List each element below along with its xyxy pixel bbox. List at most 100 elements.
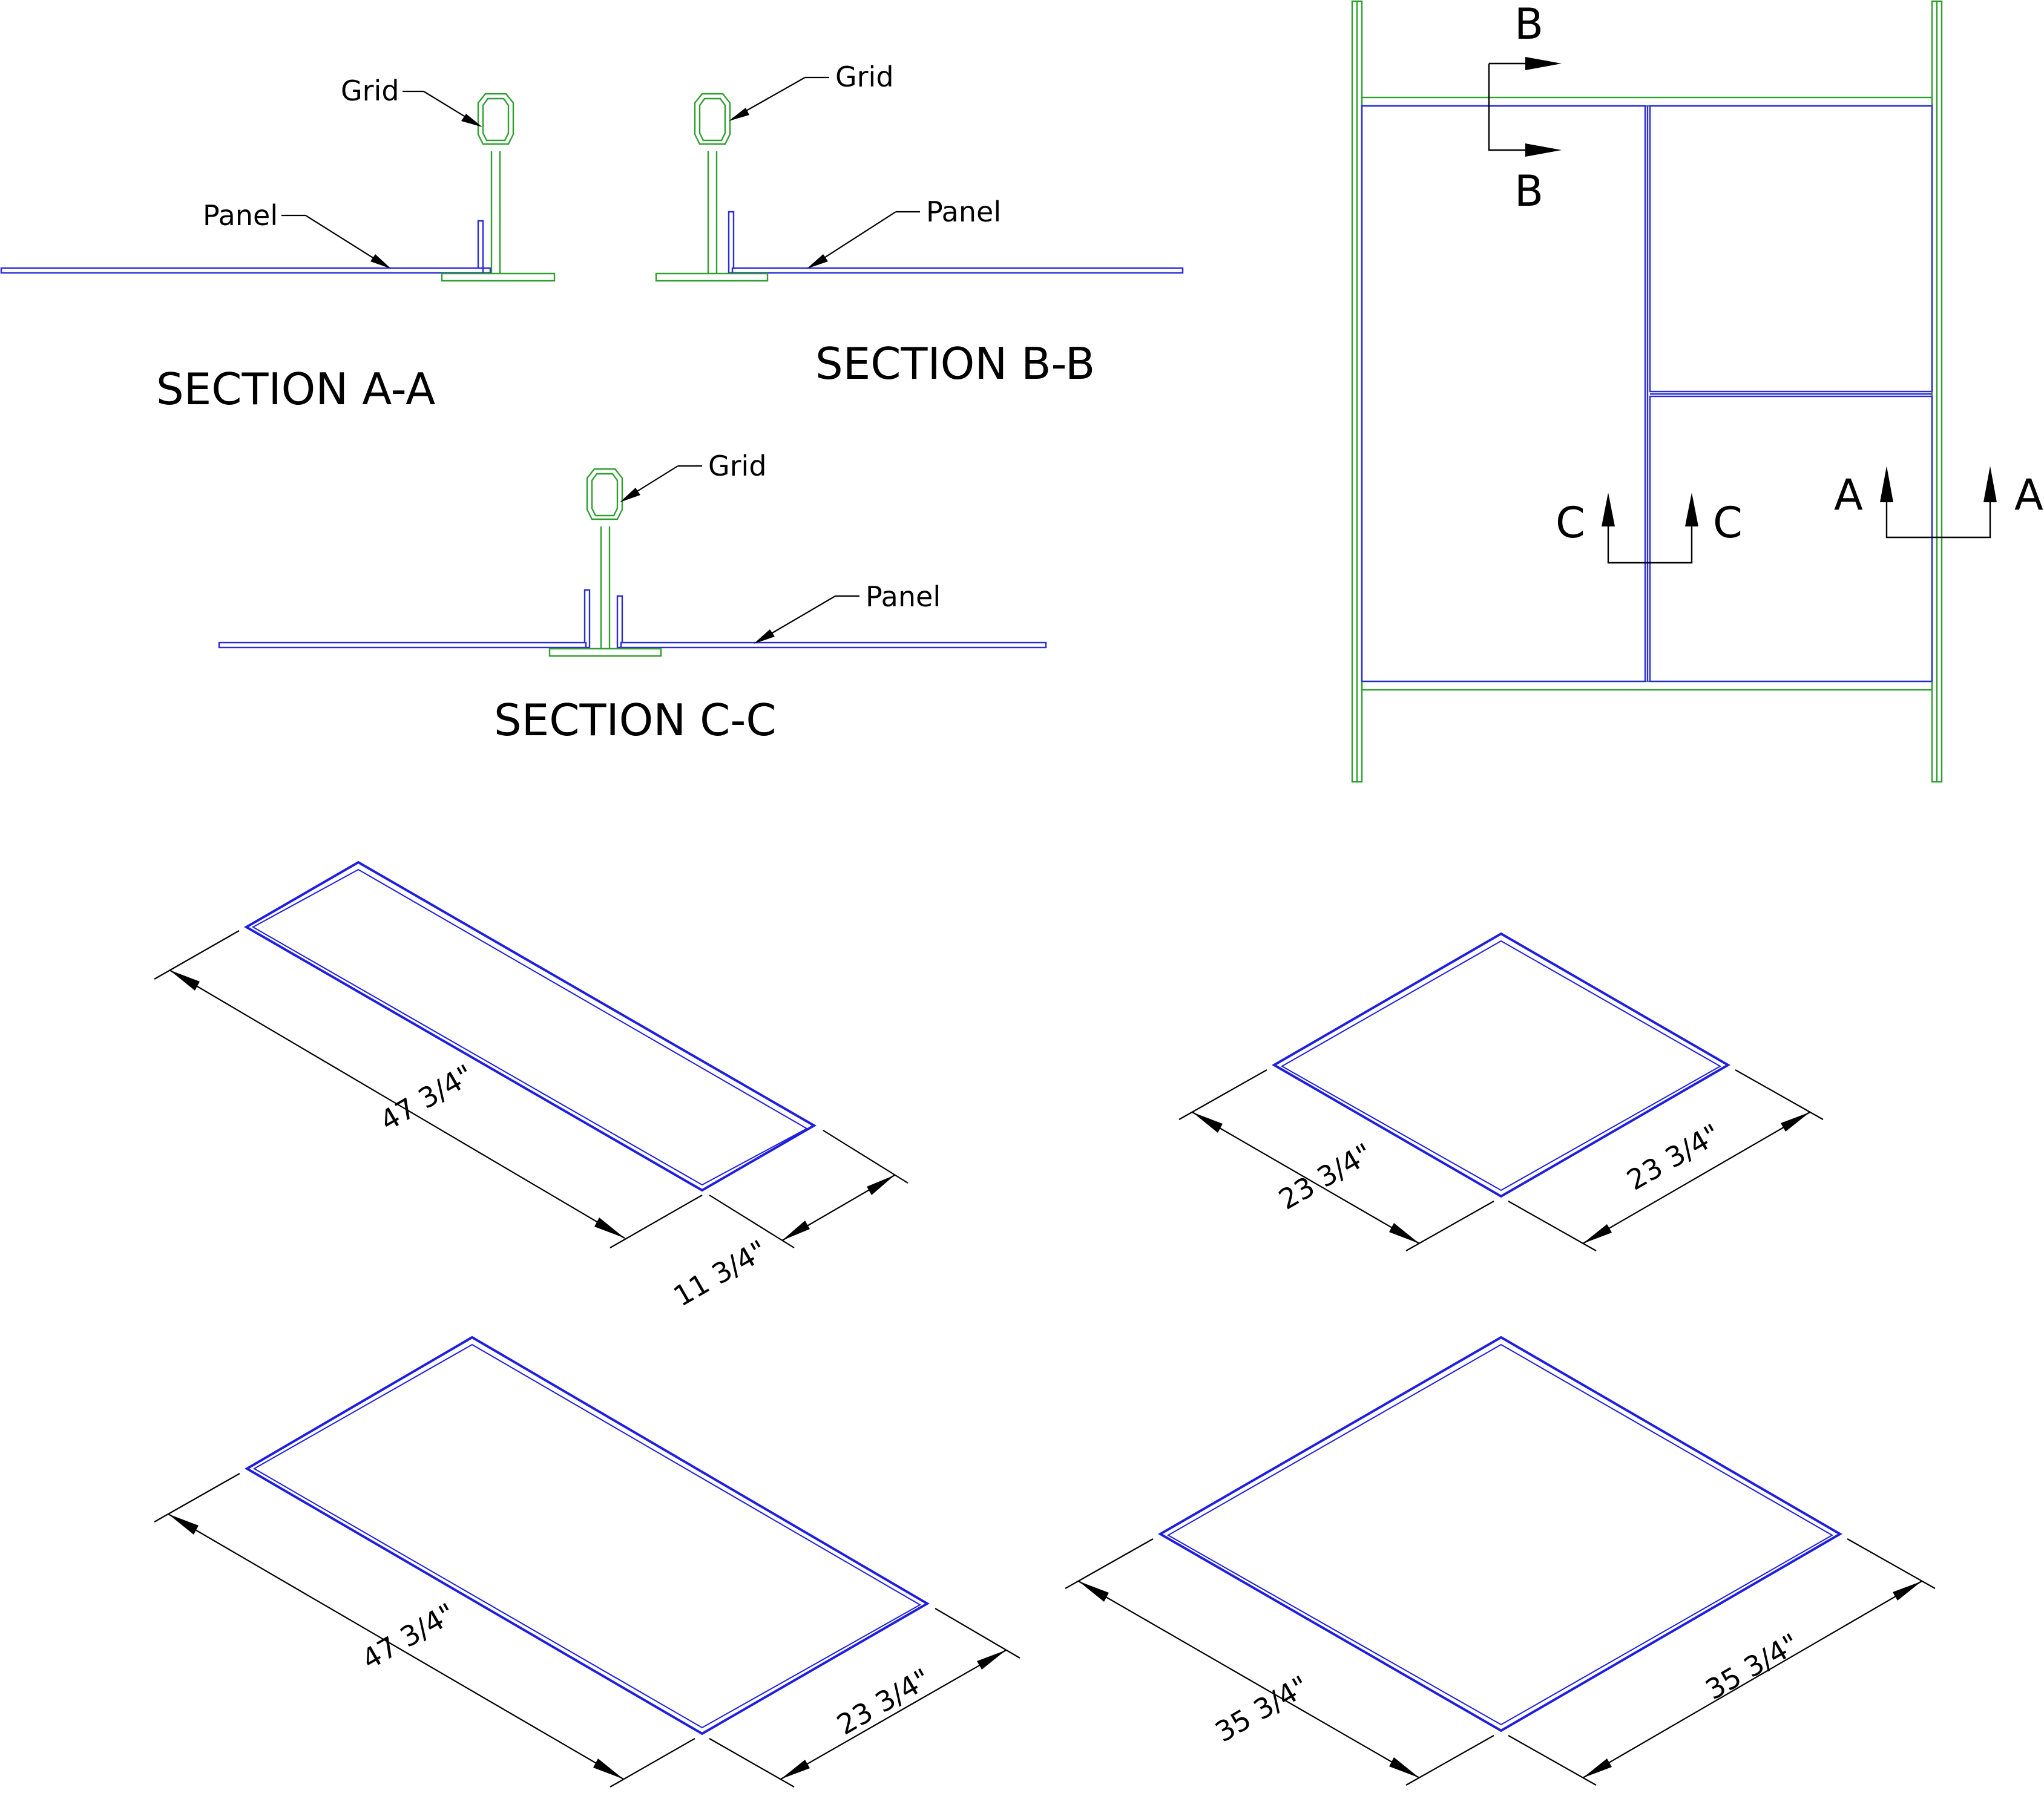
dimension-arrowhead [1389, 1757, 1419, 1778]
dimension-arrowhead [1583, 1759, 1612, 1778]
plan-panel-lower-right [1649, 395, 1933, 683]
section-b-b-detail: Grid Panel SECTION B-B [655, 61, 1184, 389]
leader-arrowhead [729, 108, 749, 121]
iso-panel-inner-edge [252, 1343, 922, 1729]
section-b-panel-flange [728, 211, 735, 274]
panel-leader-line [810, 211, 896, 267]
dimension-line [1078, 1581, 1420, 1778]
section-c-panel-right [620, 641, 1047, 649]
iso-panel-inner-edge [251, 868, 809, 1186]
grid-callout: Grid [835, 61, 894, 93]
leader-arrowhead [620, 488, 640, 502]
panel-callout: Panel [926, 195, 1001, 228]
extension-line [154, 1473, 240, 1523]
section-c-cut-line [1607, 526, 1693, 564]
leader-arrowhead [461, 114, 482, 127]
section-b-marker-bottom: B [1514, 166, 1543, 216]
section-a-title: SECTION A-A [156, 364, 435, 415]
extension-line [610, 1195, 703, 1248]
extension-line [1178, 1069, 1267, 1120]
section-a-marker-right: A [2014, 470, 2043, 520]
leader-arrowhead [754, 629, 775, 644]
section-b-panel [731, 267, 1184, 274]
cross-tee-top [1361, 96, 1933, 107]
extension-line [1847, 1538, 1936, 1589]
extension-line [1735, 1069, 1824, 1120]
cut-arrow-b-top [1525, 57, 1562, 70]
iso-panel-23x23: 23 3/4" 23 3/4" [1178, 932, 1824, 1251]
cross-tee-bottom [1361, 680, 1933, 691]
dimension-line [169, 969, 625, 1239]
dimension-arrowhead [781, 1760, 810, 1779]
section-a-grid-tee [441, 93, 556, 282]
leader-arrowhead [370, 254, 391, 269]
cut-arrow-c-right [1685, 493, 1698, 526]
iso-panel-outline [244, 860, 817, 1192]
extension-line [610, 1738, 695, 1788]
dimension-label: 35 3/4" [1700, 1627, 1805, 1706]
iso-panel-outline [245, 1336, 930, 1736]
dimension-line [780, 1650, 1007, 1780]
section-c-c-detail: Grid Panel SECTION C-C [218, 450, 1047, 746]
panel-callout: Panel [866, 580, 941, 613]
dimension-label: 47 3/4" [375, 1058, 479, 1138]
dimension-arrowhead [1079, 1581, 1109, 1602]
iso-panel-inner-edge [1166, 1343, 1834, 1726]
dimension-arrowhead [782, 1221, 810, 1241]
cut-arrow-a-left [1880, 466, 1893, 502]
extension-line [1405, 1201, 1494, 1251]
dimension-arrowhead [593, 1759, 623, 1779]
extension-line [709, 1195, 795, 1248]
section-c-panel-right-flange [616, 595, 623, 649]
dimension-label: 35 3/4" [1210, 1670, 1315, 1749]
dimension-line [1582, 1112, 1810, 1244]
section-a-panel-flange [477, 220, 484, 273]
extension-line [935, 1608, 1020, 1659]
extension-line [1405, 1735, 1494, 1786]
ceiling-grid-plan: B B C C A A [1351, 0, 2043, 783]
dimension-label: 23 3/4" [832, 1662, 936, 1742]
extension-line [154, 930, 240, 980]
iso-panel-47x23: 47 3/4" 23 3/4" [154, 1336, 1020, 1788]
extension-line [1065, 1538, 1154, 1589]
section-c-marker-right: C [1713, 498, 1743, 548]
dimension-label: 23 3/4" [1273, 1137, 1378, 1216]
extension-line [709, 1738, 795, 1788]
dimension-arrowhead [1192, 1112, 1223, 1133]
extension-line [823, 1130, 909, 1184]
dimension-label: 47 3/4" [357, 1597, 461, 1676]
section-a-marker-left: A [1834, 470, 1863, 520]
dimension-arrowhead [168, 1514, 199, 1535]
dimension-label: 11 3/4" [668, 1234, 773, 1313]
dimension-arrowhead [867, 1175, 895, 1195]
section-c-marker-left: C [1556, 498, 1585, 548]
cut-arrow-b-bottom [1525, 143, 1562, 157]
section-c-panel-left-flange [583, 589, 591, 649]
section-c-title: SECTION C-C [494, 695, 777, 746]
extension-line [1508, 1201, 1597, 1251]
section-b-grid-tee [655, 93, 769, 282]
iso-panel-outline [1272, 932, 1730, 1198]
iso-panel-outline [1157, 1336, 1842, 1732]
iso-panel-35x35: 35 3/4" 35 3/4" [1065, 1336, 1936, 1786]
cut-arrow-c-left [1602, 493, 1615, 526]
grid-callout: Grid [708, 450, 767, 482]
section-c-panel-left [218, 641, 587, 649]
dimension-arrowhead [1583, 1224, 1612, 1244]
extension-line [1508, 1735, 1597, 1786]
dimension-line [168, 1513, 624, 1780]
grid-callout: Grid [341, 74, 399, 107]
dimension-arrowhead [977, 1650, 1006, 1670]
dimension-arrowhead [1893, 1581, 1922, 1601]
dimension-arrowhead [594, 1218, 625, 1238]
panel-callout: Panel [203, 199, 278, 232]
plan-panel-left [1361, 105, 1646, 683]
dimension-arrowhead [169, 970, 200, 991]
iso-panel-47x11: 47 3/4" 11 3/4" [154, 860, 909, 1313]
dimension-arrowhead [1389, 1223, 1419, 1244]
section-a-panel [0, 267, 491, 274]
section-b-cut-line [1488, 64, 1525, 151]
dimension-label: 23 3/4" [1622, 1118, 1726, 1197]
dimension-line [1192, 1112, 1420, 1244]
